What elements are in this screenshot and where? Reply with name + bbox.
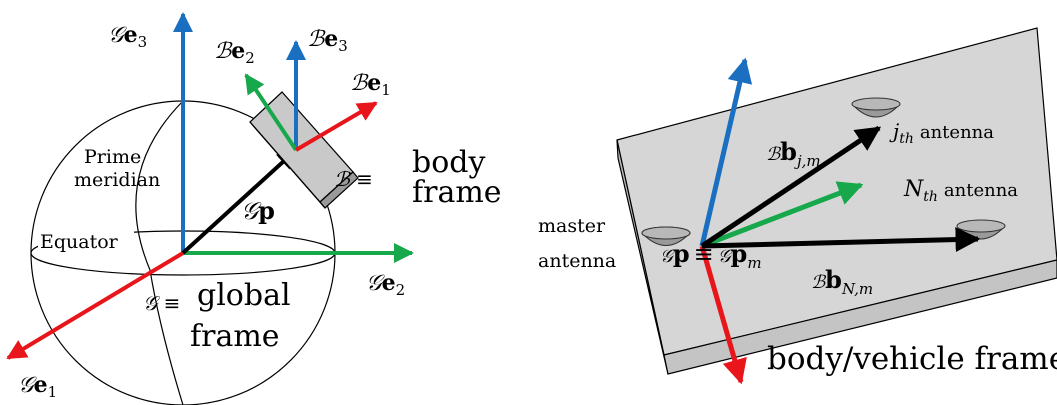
global-frame-word-1: global [197, 278, 291, 313]
vehicle-red-axis [699, 245, 747, 385]
master-antenna-label-2: antenna [538, 250, 616, 272]
master-antenna-label-1: master [538, 215, 606, 237]
plate-front [663, 259, 1057, 375]
global-e1-axis [6, 251, 185, 360]
prime-meridian-line [135, 100, 184, 405]
body-frame-word-2: frame [412, 175, 502, 210]
prime-meridian-label-2: meridian [74, 169, 160, 191]
j-antenna-icon [851, 97, 901, 118]
label-global-p: 𝒢p [241, 196, 275, 225]
global-frame-panel: 𝒢e3 𝒢e2 𝒢e1 ℬe2 ℬe3 ℬe1 𝒢p Prime meridia… [6, 12, 502, 405]
master-antenna-icon [641, 226, 691, 246]
baseline-b-jm [700, 125, 882, 249]
global-frame-symbol: 𝒢 ≡ [143, 291, 180, 315]
label-p-equiv-pm: 𝒢p≡𝒢pm [660, 239, 762, 272]
vehicle-blue-axis [699, 57, 753, 247]
equator-label-bg [38, 230, 134, 252]
label-body-e2: ℬe2 [214, 38, 255, 67]
label-global-e2: 𝒢e2 [366, 270, 405, 299]
body-frame-word-1: body [412, 145, 485, 180]
global-frame-word-2: frame [190, 319, 280, 354]
label-global-e1: 𝒢e1 [18, 372, 57, 401]
vehicle-frame-caption: body/vehicle frame [767, 341, 1057, 377]
body-frame-symbol: ℬ ≡ [334, 167, 373, 191]
vehicle-green-axis [701, 181, 864, 249]
label-body-e3: ℬe3 [307, 26, 348, 55]
label-b-jm: ℬbj,m [766, 137, 821, 170]
body-e2-axis [244, 73, 298, 152]
equator-label: Equator [40, 231, 119, 253]
label-body-e1: ℬe1 [350, 70, 391, 99]
label-b-nm: ℬbN,m [811, 265, 873, 298]
body-e1-axis [294, 101, 378, 152]
baseline-b-nm [701, 227, 981, 253]
label-global-e3: 𝒢e3 [108, 22, 147, 51]
position-vector-p [181, 148, 298, 255]
prime-meridian-label-1: Prime [84, 146, 141, 168]
